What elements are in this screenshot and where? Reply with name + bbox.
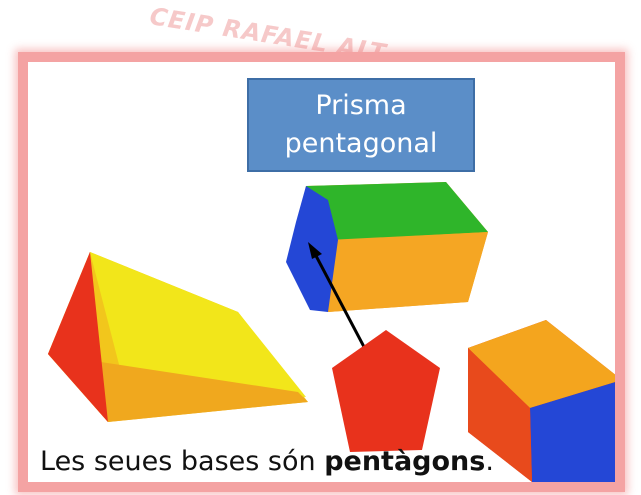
pentagon-icon: [332, 330, 440, 452]
caption-text: Les seues bases són pentàgons.: [40, 446, 494, 477]
solids-illustration: [48, 182, 615, 482]
caption-bold-word: pentàgons: [324, 446, 486, 477]
caption-prefix: Les seues bases són: [40, 446, 325, 477]
label-line-2: pentagonal: [284, 128, 438, 159]
slide-frame: Prisma pentagonal Les seues bases són pe…: [18, 52, 625, 492]
label-line-1: Prisma: [315, 90, 407, 121]
pentagonal-prism-icon: [286, 182, 488, 312]
triangular-prism-icon: [48, 252, 308, 422]
cube-icon: [468, 320, 615, 482]
caption-suffix: .: [485, 446, 494, 477]
shape-name-label: Prisma pentagonal: [247, 78, 475, 172]
